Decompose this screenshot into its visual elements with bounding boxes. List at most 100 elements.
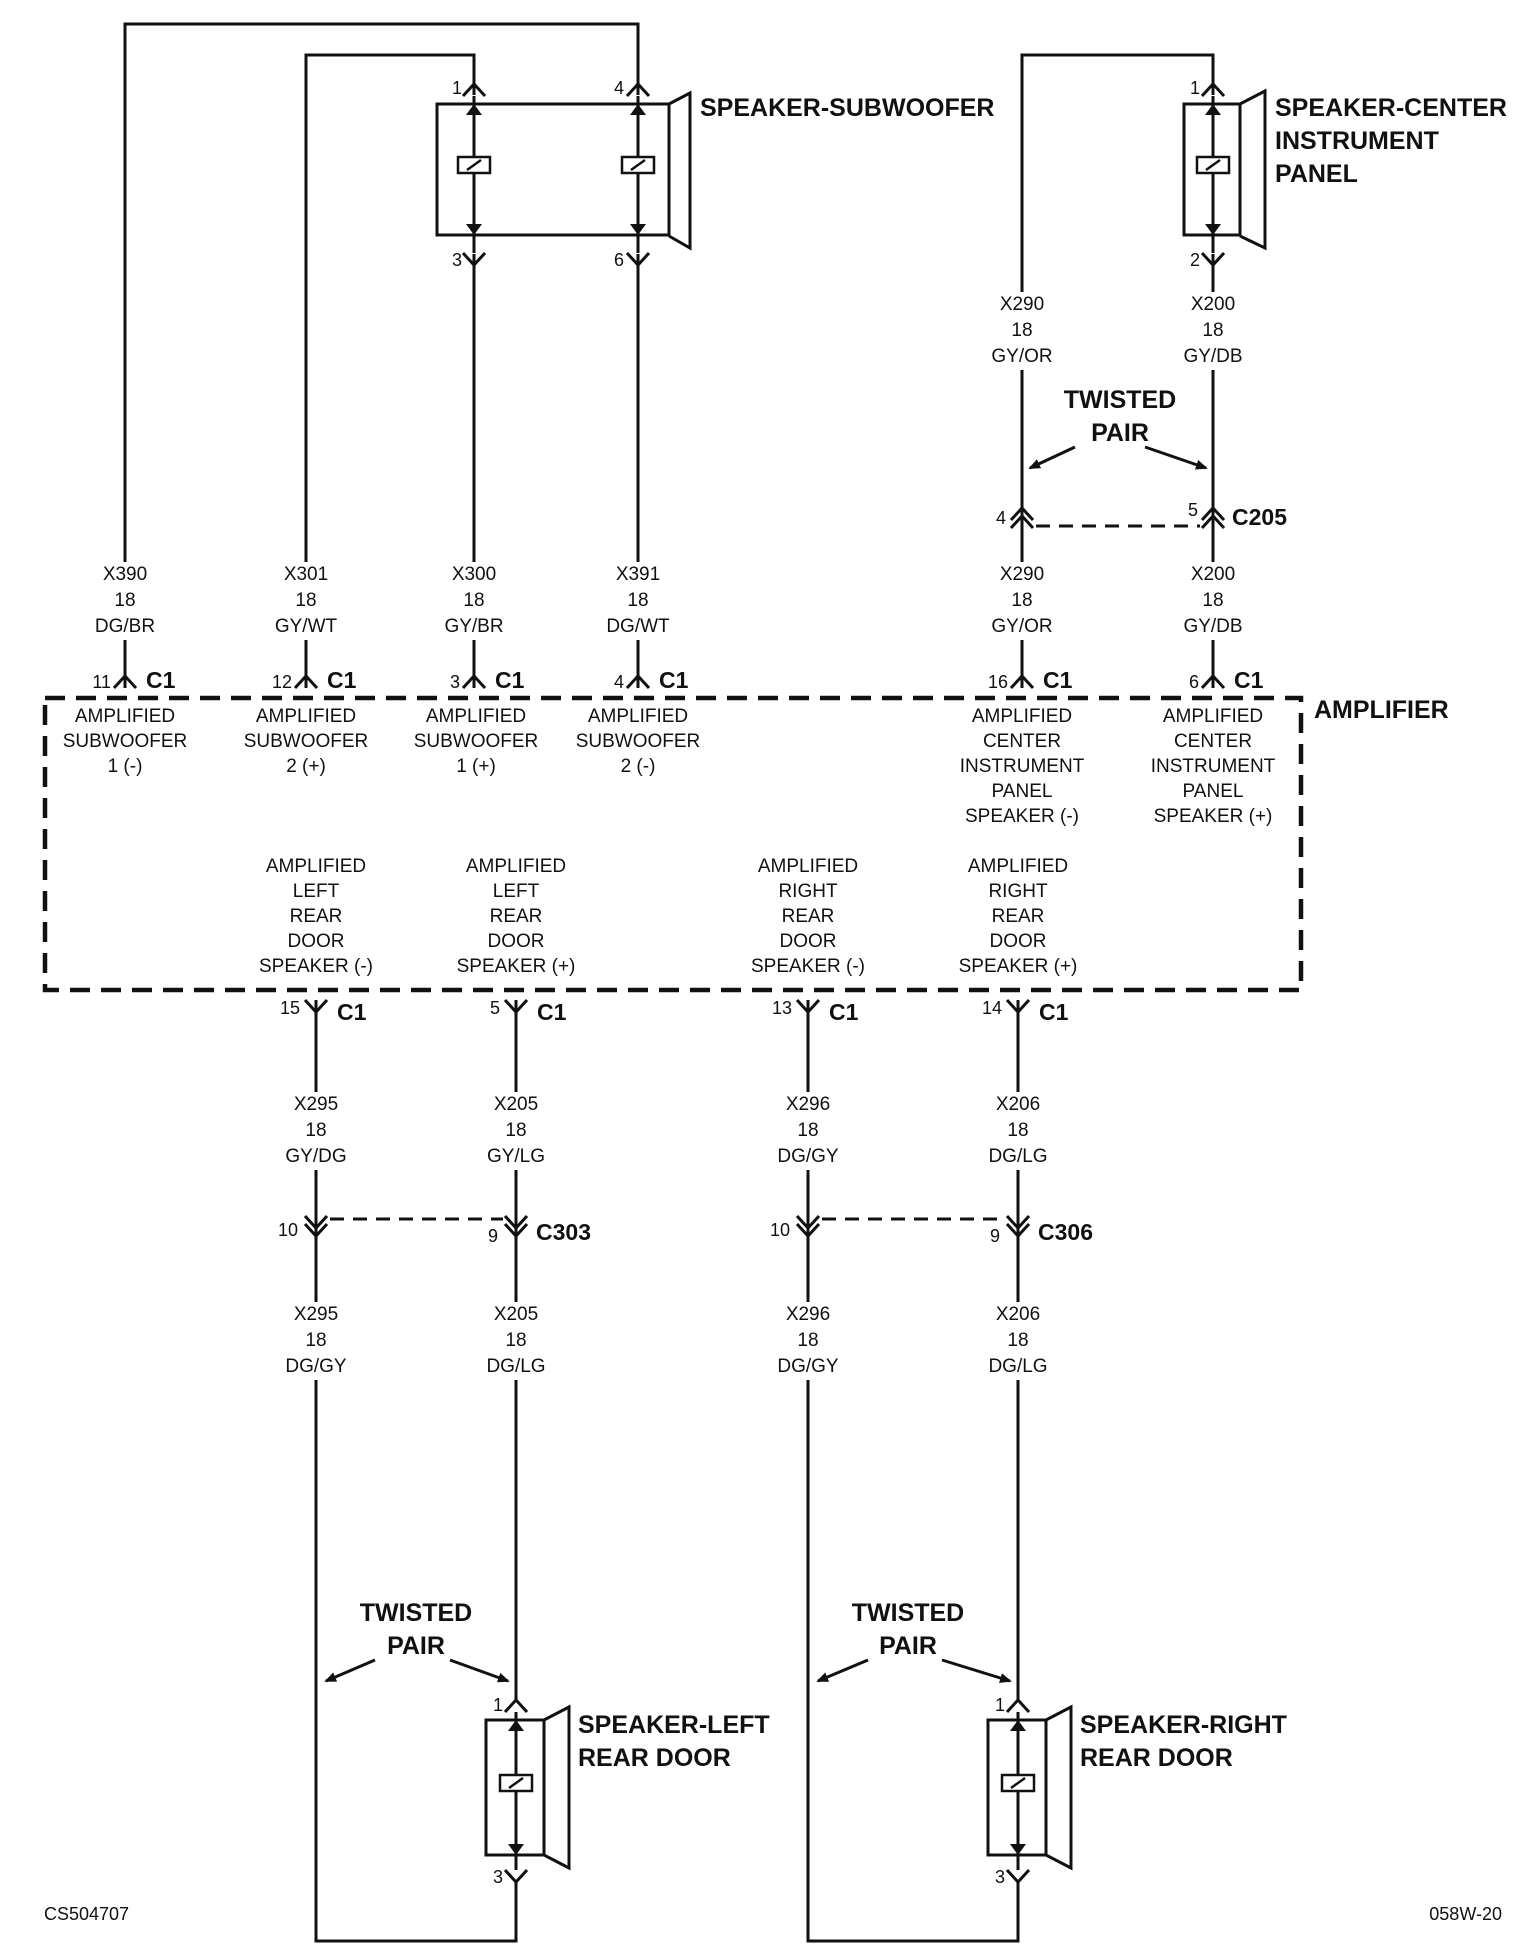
svg-text:X205: X205 bbox=[494, 1304, 538, 1325]
twisted-pair-center-line2: PAIR bbox=[1091, 419, 1149, 447]
svg-text:INSTRUMENT: INSTRUMENT bbox=[1151, 756, 1276, 777]
svg-text:GY/DB: GY/DB bbox=[1183, 346, 1242, 367]
svg-text:18: 18 bbox=[114, 590, 135, 611]
svg-text:AMPLIFIED: AMPLIFIED bbox=[968, 856, 1068, 877]
terminal-c1-16 bbox=[1009, 673, 1035, 690]
terminal-c1-12 bbox=[293, 673, 319, 690]
pin-number: 2 bbox=[1190, 250, 1200, 270]
pin-number: 1 bbox=[493, 1695, 503, 1715]
pin-number: 6 bbox=[1189, 672, 1199, 692]
wire-label-x290-top: X290 18 GY/OR bbox=[991, 294, 1052, 367]
c205-connector bbox=[1009, 505, 1226, 530]
svg-text:LEFT: LEFT bbox=[493, 881, 540, 902]
wire-label-x295-top: X295 18 GY/DG bbox=[285, 1094, 346, 1167]
c1-label: C1 bbox=[659, 667, 689, 693]
svg-text:X390: X390 bbox=[103, 564, 147, 585]
svg-text:CENTER: CENTER bbox=[1174, 731, 1252, 752]
svg-text:18: 18 bbox=[305, 1330, 326, 1351]
svg-text:SUBWOOFER: SUBWOOFER bbox=[244, 731, 369, 752]
svg-text:2 (+): 2 (+) bbox=[286, 756, 326, 777]
svg-text:DOOR: DOOR bbox=[990, 931, 1047, 952]
pin-number: 5 bbox=[490, 998, 500, 1018]
pin-number: 10 bbox=[278, 1220, 298, 1240]
svg-text:AMPLIFIED: AMPLIFIED bbox=[588, 706, 688, 727]
twisted-pair-right-arrow-left bbox=[816, 1658, 869, 1683]
pin-number: 9 bbox=[990, 1226, 1000, 1246]
amplifier-outline bbox=[42, 695, 1304, 993]
svg-text:18: 18 bbox=[1011, 320, 1032, 341]
pin-number: 9 bbox=[488, 1226, 498, 1246]
wire-label-x206-top: X206 18 DG/LG bbox=[988, 1094, 1047, 1167]
svg-text:AMPLIFIED: AMPLIFIED bbox=[1163, 706, 1263, 727]
svg-text:SPEAKER (-): SPEAKER (-) bbox=[259, 956, 373, 977]
svg-text:DG/BR: DG/BR bbox=[95, 616, 155, 637]
pin-number: 3 bbox=[995, 1867, 1005, 1887]
svg-text:2 (-): 2 (-) bbox=[621, 756, 656, 777]
terminal-c1-4 bbox=[625, 673, 651, 690]
c1-terminals bbox=[112, 673, 1226, 1015]
twisted-pair-left-line2: PAIR bbox=[387, 1632, 445, 1660]
c1-label: C1 bbox=[146, 667, 176, 693]
c1-label: C1 bbox=[337, 999, 367, 1025]
terminal-c1-14 bbox=[1005, 998, 1031, 1015]
c1-label: C1 bbox=[537, 999, 567, 1025]
wire-labels: X390 18 DG/BR X301 18 GY/WT X300 18 GY/B… bbox=[95, 294, 1243, 1377]
svg-text:AMPLIFIED: AMPLIFIED bbox=[75, 706, 175, 727]
svg-text:SUBWOOFER: SUBWOOFER bbox=[414, 731, 539, 752]
svg-text:REAR: REAR bbox=[992, 906, 1045, 927]
terminal-c1-15 bbox=[303, 998, 329, 1015]
amp-label-right-rear-pos: AMPLIFIED RIGHT REAR DOOR SPEAKER (+) bbox=[959, 856, 1078, 977]
svg-text:X290: X290 bbox=[1000, 564, 1044, 585]
svg-text:INSTRUMENT: INSTRUMENT bbox=[960, 756, 1085, 777]
amp-label-center-pos: AMPLIFIED CENTER INSTRUMENT PANEL SPEAKE… bbox=[1151, 706, 1276, 827]
right-door-title-line1: SPEAKER-RIGHT bbox=[1080, 1711, 1287, 1739]
svg-text:AMPLIFIED: AMPLIFIED bbox=[466, 856, 566, 877]
svg-text:X200: X200 bbox=[1191, 564, 1235, 585]
svg-text:X296: X296 bbox=[786, 1304, 830, 1325]
svg-text:REAR: REAR bbox=[782, 906, 835, 927]
svg-text:X296: X296 bbox=[786, 1094, 830, 1115]
svg-text:SPEAKER (-): SPEAKER (-) bbox=[965, 806, 1079, 827]
twisted-pair-labels: TWISTED PAIR TWISTED PAIR TWISTED PAIR bbox=[360, 386, 1177, 1660]
c306-connector bbox=[795, 1214, 1031, 1239]
svg-text:AMPLIFIED: AMPLIFIED bbox=[758, 856, 858, 877]
svg-text:AMPLIFIED: AMPLIFIED bbox=[972, 706, 1072, 727]
figure-code-right: 058W-20 bbox=[1429, 1904, 1502, 1924]
svg-text:GY/DG: GY/DG bbox=[285, 1146, 346, 1167]
svg-text:DG/GY: DG/GY bbox=[777, 1146, 839, 1167]
pin-number: 3 bbox=[493, 1867, 503, 1887]
terminal-c1-5 bbox=[503, 998, 529, 1015]
svg-text:18: 18 bbox=[797, 1120, 818, 1141]
amp-label-subwoofer-1-pos: AMPLIFIED SUBWOOFER 1 (+) bbox=[414, 706, 539, 777]
wire-x290 bbox=[1020, 53, 1215, 688]
svg-text:X290: X290 bbox=[1000, 294, 1044, 315]
amp-label-right-rear-neg: AMPLIFIED RIGHT REAR DOOR SPEAKER (-) bbox=[751, 856, 865, 977]
amplifier-title: AMPLIFIER bbox=[1314, 696, 1449, 724]
svg-text:GY/WT: GY/WT bbox=[275, 616, 338, 637]
figure-code-left: CS504707 bbox=[44, 1904, 129, 1924]
pin-number: 13 bbox=[772, 998, 792, 1018]
wire-label-x200-bottom: X200 18 GY/DB bbox=[1183, 564, 1242, 637]
svg-text:SUBWOOFER: SUBWOOFER bbox=[63, 731, 188, 752]
terminal-c1-3 bbox=[461, 673, 487, 690]
svg-text:DG/LG: DG/LG bbox=[988, 1146, 1047, 1167]
svg-text:18: 18 bbox=[1007, 1120, 1028, 1141]
svg-text:18: 18 bbox=[505, 1120, 526, 1141]
twisted-pair-right-line1: TWISTED bbox=[852, 1599, 965, 1627]
wire-label-x296-bottom: X296 18 DG/GY bbox=[777, 1304, 839, 1377]
wire-label-x390: X390 18 DG/BR bbox=[95, 564, 155, 637]
center-title-line1: SPEAKER-CENTER bbox=[1275, 94, 1507, 122]
pin-number: 15 bbox=[280, 998, 300, 1018]
c1-label: C1 bbox=[1234, 667, 1264, 693]
svg-text:GY/OR: GY/OR bbox=[991, 616, 1052, 637]
svg-text:DG/LG: DG/LG bbox=[486, 1356, 545, 1377]
svg-text:X205: X205 bbox=[494, 1094, 538, 1115]
amp-label-subwoofer-2-neg: AMPLIFIED SUBWOOFER 2 (-) bbox=[576, 706, 701, 777]
component-titles: SPEAKER-SUBWOOFER SPEAKER-CENTER INSTRUM… bbox=[578, 94, 1507, 1772]
svg-text:GY/LG: GY/LG bbox=[487, 1146, 545, 1167]
svg-text:AMPLIFIED: AMPLIFIED bbox=[256, 706, 356, 727]
center-title-line3: PANEL bbox=[1275, 160, 1358, 188]
center-title-line2: INSTRUMENT bbox=[1275, 127, 1439, 155]
svg-text:REAR: REAR bbox=[290, 906, 343, 927]
twisted-pair-left-arrow-left bbox=[324, 1658, 376, 1683]
